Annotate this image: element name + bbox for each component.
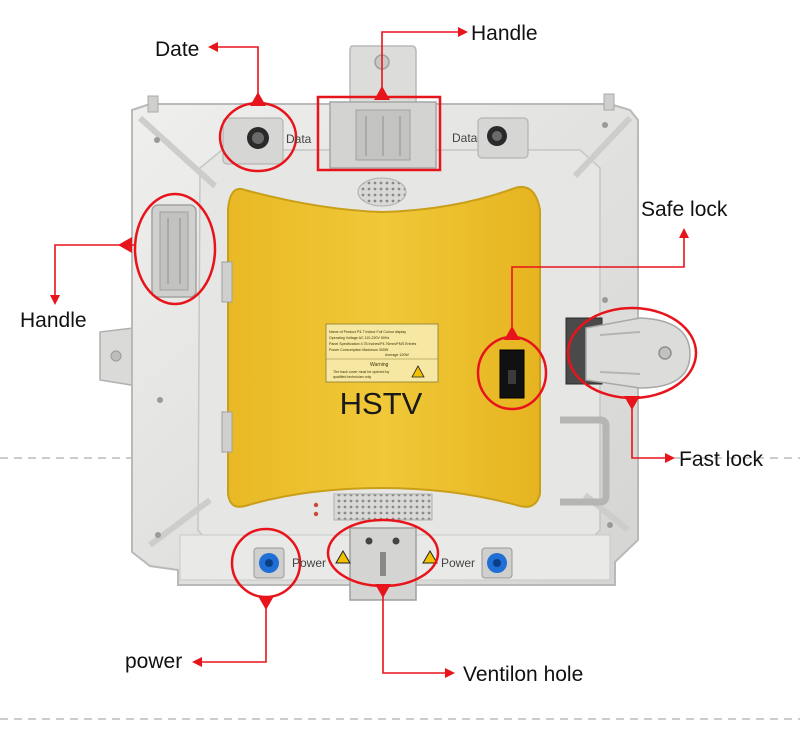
- callout-handle-left: Handle: [20, 309, 87, 332]
- panel-frame: [99, 45, 691, 601]
- left-handle-highlight-circle: [133, 192, 217, 306]
- arrowhead-icon: [208, 42, 218, 52]
- arrowhead-icon: [250, 92, 266, 106]
- fast-lock-lug: [565, 317, 691, 389]
- label-plate-line: Power Consumption Maximum 300W: [329, 348, 389, 352]
- arrowhead-icon: [192, 657, 202, 667]
- bottom-vent-grill: [333, 493, 433, 521]
- arrowheads: [50, 27, 689, 678]
- handle-top-leader-line: [381, 31, 462, 97]
- callout-fast-lock: Fast lock: [679, 448, 764, 471]
- top-vent-grill: [357, 177, 407, 207]
- brand-text: HSTV: [340, 386, 423, 421]
- callout-safe-lock: Safe lock: [641, 198, 728, 221]
- arrowhead-icon: [374, 86, 390, 100]
- date-leader-line: [218, 46, 259, 103]
- power-port-label-right: Power: [441, 556, 475, 570]
- warning-triangle-icon: [422, 550, 438, 564]
- label-plate-line: Name of Product P4.7 Indoor Full Colour …: [329, 330, 406, 334]
- safe-lock-leader-line: [511, 236, 685, 337]
- label-plate-line: Average 120W: [385, 353, 409, 357]
- warning-triangle-icon: [411, 365, 425, 378]
- power-leader-line: [200, 597, 267, 663]
- label-plate-warning-title: Warning: [370, 362, 389, 368]
- fast-lock-leader-line: [631, 398, 668, 459]
- data-port-label-right: Data: [452, 131, 478, 145]
- handle-left-leader-line: [54, 244, 135, 296]
- arrowhead-icon: [50, 295, 60, 305]
- left-handle: [151, 204, 197, 298]
- arrowhead-icon: [679, 228, 689, 238]
- warning-triangle-icon: [335, 550, 351, 564]
- arrowhead-icon: [258, 596, 274, 610]
- arrowhead-icon: [375, 584, 391, 598]
- arrowhead-icon: [458, 27, 468, 37]
- data-port-label-left: Data: [286, 132, 312, 146]
- callout-date: Date: [155, 38, 199, 61]
- callout-power: power: [125, 650, 182, 673]
- arrowhead-icon: [665, 453, 675, 463]
- vent-hole-leader-line: [382, 586, 448, 674]
- label-plate-warning-line: qualified technician only: [333, 375, 371, 379]
- arrowhead-icon: [118, 237, 132, 253]
- callout-ventilation-hole: Ventilon hole: [463, 663, 583, 686]
- right-side-handle: [560, 416, 610, 506]
- callout-handle-top: Handle: [471, 22, 538, 45]
- arrowhead-icon: [624, 396, 640, 410]
- arrowhead-icon: [504, 326, 520, 340]
- label-plate-line: Operating Voltage AC 110-220V 50Hz: [329, 336, 389, 340]
- arrowhead-icon: [445, 668, 455, 678]
- label-plate-warning-line: The back cover must be opened by: [333, 370, 389, 374]
- power-port-label-left: Power: [292, 556, 326, 570]
- label-plate-line: Panel Specification 4.76 Inches/P4.76mm/…: [329, 342, 416, 346]
